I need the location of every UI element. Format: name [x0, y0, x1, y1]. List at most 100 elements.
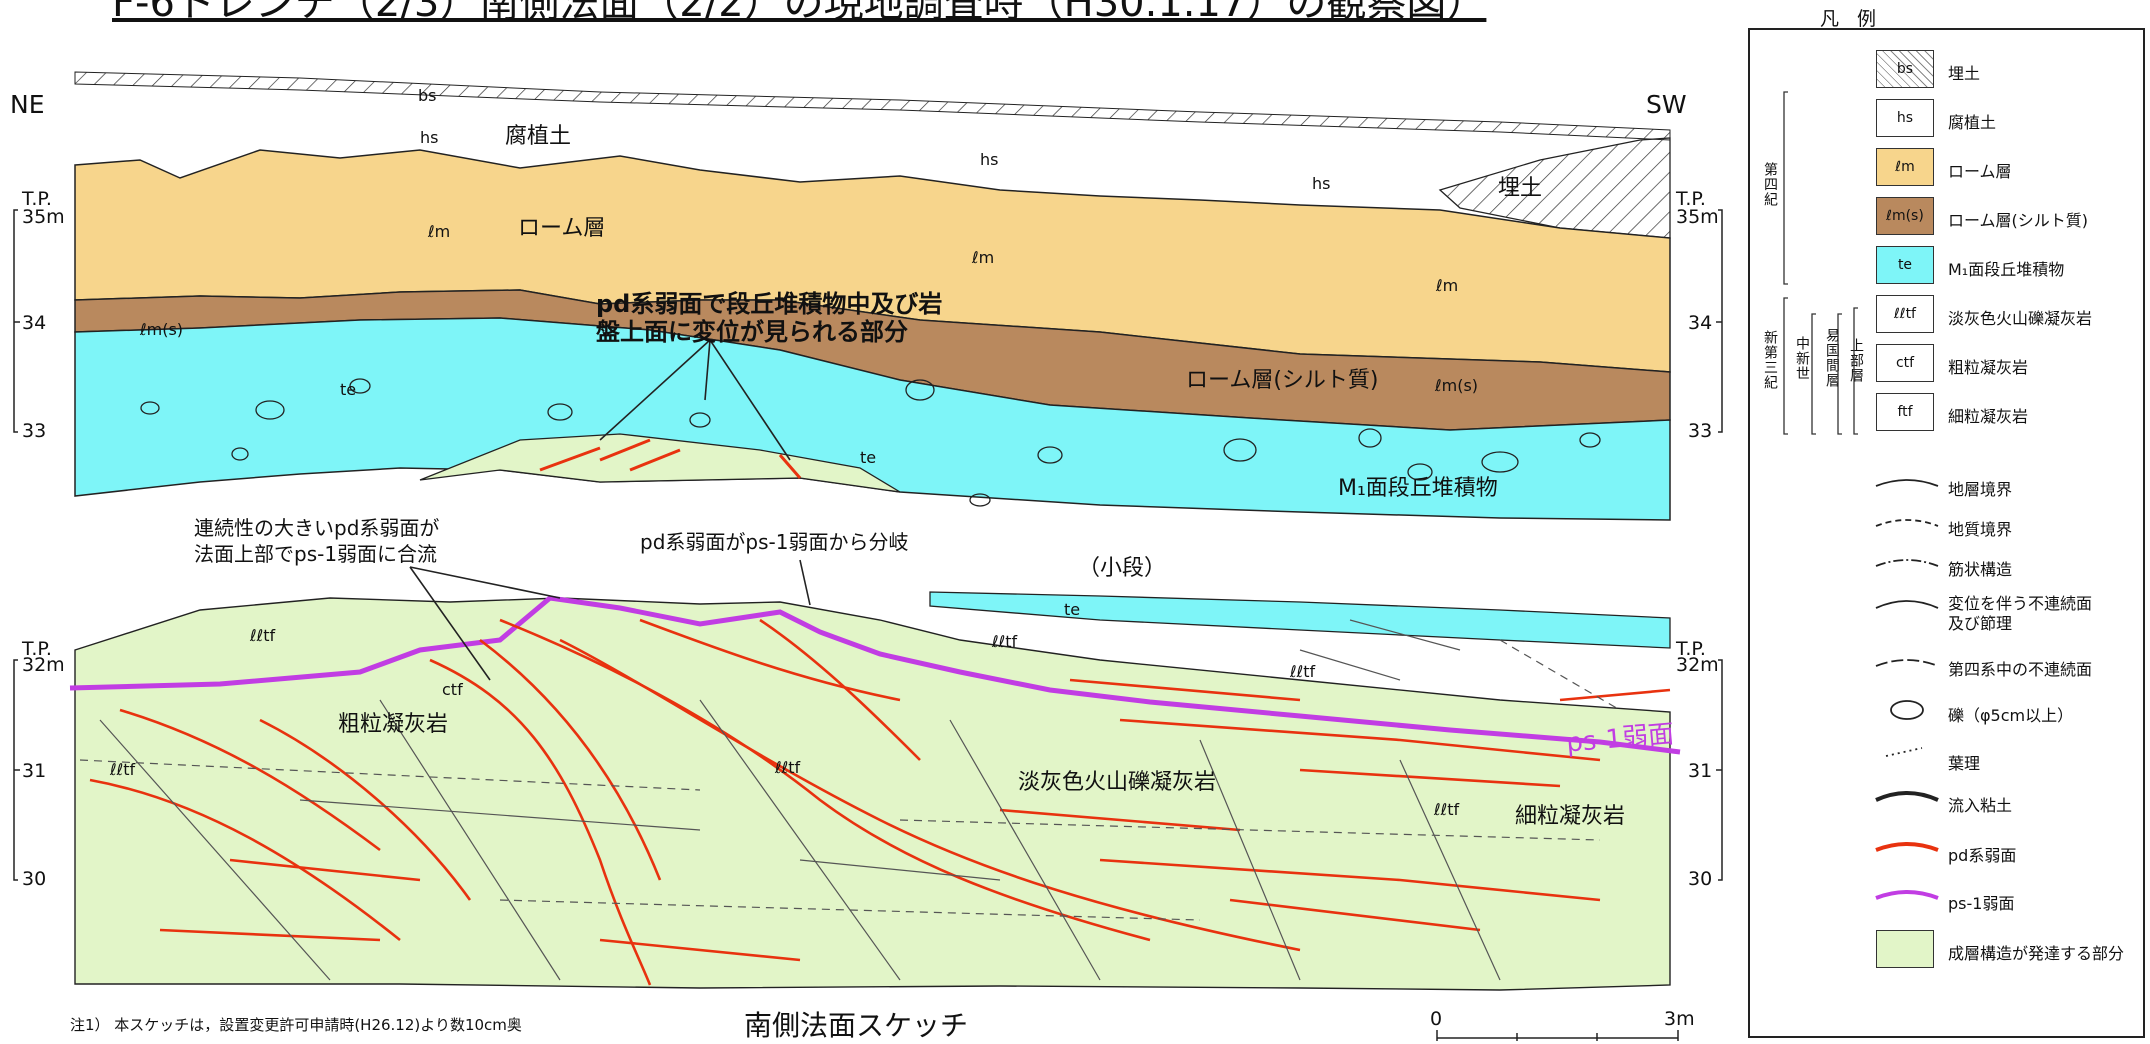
- code-bs-1: bs: [418, 86, 437, 105]
- elev-35-right: 35m: [1676, 206, 1719, 228]
- fractures: [99, 619, 1501, 981]
- label-small-step: （小段）: [1078, 556, 1167, 581]
- pd-lines-upper: [539, 438, 802, 479]
- label-loam-silt: ローム層(シルト質): [1186, 368, 1379, 393]
- legend-swatch-fill: bs: [1876, 50, 1934, 88]
- legend-clay: 流入粘土: [1948, 796, 2013, 815]
- elev-30-left: 30: [22, 868, 47, 890]
- code-lm-1: ℓm: [428, 222, 451, 241]
- legend-swatch-loam: ℓm: [1876, 148, 1934, 186]
- legend-label-fine-tuff: 細粒凝灰岩: [1948, 407, 2029, 426]
- elev-31-left: 31: [22, 760, 47, 782]
- code-lltf-6: ℓℓtf: [1434, 800, 1460, 819]
- legend-label-loam-silt: ローム層(シルト質): [1948, 211, 2089, 230]
- code-te-3: te: [1064, 600, 1081, 619]
- elev-31-right: 31: [1688, 760, 1713, 782]
- code-ctf-1: ctf: [442, 680, 463, 699]
- annotation-branch: pd系弱面がps-1弱面から分岐: [640, 530, 909, 554]
- scale-max: 3m: [1664, 1008, 1695, 1030]
- legend-label-loam: ローム層: [1948, 162, 2012, 181]
- code-lltf-2: ℓℓtf: [992, 632, 1018, 651]
- code-hs-1: hs: [420, 128, 439, 147]
- code-lm-2: ℓm: [972, 248, 995, 267]
- legend-swatch-coarse-tuff: ctf: [1876, 344, 1934, 382]
- footnote: 注1） 本スケッチは，設置変更許可申請時(H26.12)より数10cm奥: [70, 1016, 522, 1034]
- legend-swatch-terrace: te: [1876, 246, 1934, 284]
- scale-zero: 0: [1430, 1008, 1443, 1030]
- elevation-ticks: [13, 209, 1723, 881]
- legend-line-quaternary-disc: 第四系中の不連続面: [1948, 660, 2093, 679]
- annotation-pd-2: 盤上面に変位が見られる部分: [596, 318, 908, 346]
- terrace-pebbles: [140, 378, 1601, 507]
- legend-swatch-loam-silt: ℓm(s): [1876, 197, 1934, 235]
- legend-label-fill: 埋土: [1948, 64, 1981, 83]
- elev-33-left: 33: [22, 420, 47, 442]
- annotation-arrows-upper: [599, 339, 791, 461]
- terrace-layer: [74, 317, 1671, 521]
- elev-33-right: 33: [1688, 420, 1713, 442]
- direction-sw: SW: [1646, 90, 1687, 119]
- legend-label-humus: 腐植土: [1948, 113, 1997, 132]
- elev-30-right: 30: [1688, 868, 1713, 890]
- elev-32-left: 32m: [22, 654, 65, 676]
- sketch-caption: 南側法面スケッチ: [744, 1009, 969, 1042]
- legend-pd: pd系弱面: [1948, 846, 2017, 865]
- tp-label-right-lower: T.P.: [1676, 638, 1706, 660]
- code-lltf-3: ℓℓtf: [1290, 662, 1316, 681]
- elev-34-left: 34: [22, 312, 47, 334]
- legend-label-terrace: M₁面段丘堆積物: [1948, 260, 2065, 279]
- tp-label-right-upper: T.P.: [1676, 188, 1706, 210]
- bedrock-bump: [419, 433, 901, 493]
- elev-34-right: 34: [1688, 312, 1713, 334]
- code-hs-2: hs: [980, 150, 999, 169]
- lower-terrace-strip: [929, 591, 1671, 649]
- elev-35-left: 35m: [22, 206, 65, 228]
- code-lltf-5: ℓℓtf: [775, 758, 801, 777]
- legend-line-symbols: [1875, 479, 1939, 900]
- bedrock-layered: [74, 597, 1671, 991]
- legend-swatch-fine-tuff: ftf: [1876, 393, 1934, 431]
- fill-wedge: [1438, 137, 1671, 239]
- legend-label-coarse-tuff: 粗粒凝灰岩: [1948, 358, 2029, 377]
- legend-era-miocene: 中新世: [1794, 336, 1810, 381]
- code-lltf-4: ℓℓtf: [110, 760, 136, 779]
- scale-bar: [1436, 1030, 1679, 1041]
- legend-label-lapilli-tuff: 淡灰色火山礫凝灰岩: [1948, 309, 2093, 328]
- legend-title: 凡 例: [1820, 8, 1883, 30]
- label-fill: 埋土: [1498, 176, 1543, 201]
- elev-32-right: 32m: [1676, 654, 1719, 676]
- dashed-fractures: [79, 639, 1621, 921]
- annotation-arrows-lower: [409, 559, 811, 681]
- legend-panel: [1748, 28, 2145, 1038]
- legend-formation: 易国間層: [1824, 328, 1840, 388]
- legend-line-boundary: 地層境界: [1948, 480, 2013, 499]
- trench-sketch: [13, 71, 1723, 1041]
- pd-lines-lower: [89, 618, 1671, 986]
- tp-label-left-lower: T.P.: [22, 638, 52, 660]
- label-fine-tuff: 細粒凝灰岩: [1515, 804, 1626, 829]
- code-lltf-1: ℓℓtf: [250, 626, 276, 645]
- annotation-continuous-1: 連続性の大きいpd系弱面が: [194, 516, 440, 540]
- tp-label-left-upper: T.P.: [22, 188, 52, 210]
- label-humus: 腐植土: [505, 124, 572, 149]
- fill-band: [74, 71, 1671, 141]
- ps1-line: [69, 595, 1681, 755]
- label-lapilli-tuff: 淡灰色火山礫凝灰岩: [1018, 770, 1217, 795]
- code-lms-1: ℓm(s): [140, 320, 184, 339]
- code-hs-3: hs: [1312, 174, 1331, 193]
- direction-ne: NE: [10, 90, 45, 119]
- legend-line-geologic: 地質境界: [1948, 520, 2013, 539]
- code-lm-3: ℓm: [1436, 276, 1459, 295]
- annotation-pd-1: pd系弱面で段丘堆積物中及び岩: [596, 290, 943, 318]
- label-coarse-tuff: 粗粒凝灰岩: [338, 712, 449, 737]
- legend-ps1: ps-1弱面: [1948, 894, 2015, 913]
- legend-brackets: [1783, 91, 1858, 435]
- annotation-continuous-2: 法面上部でps-1弱面に合流: [194, 542, 438, 566]
- legend-line-discontinuity: 変位を伴う不連続面: [1948, 594, 2093, 613]
- label-terrace: M₁面段丘堆積物: [1338, 476, 1498, 501]
- legend-upper: 上部層: [1848, 338, 1864, 383]
- code-te-1: te: [340, 380, 357, 399]
- page-title: F-6トレンチ（2/3）南側法面（2/2）の現地調査時（H30.1.17）の観察…: [112, 0, 1487, 26]
- legend-swatch-layered: [1876, 930, 1934, 968]
- legend-line-streak: 筋状構造: [1948, 560, 2013, 579]
